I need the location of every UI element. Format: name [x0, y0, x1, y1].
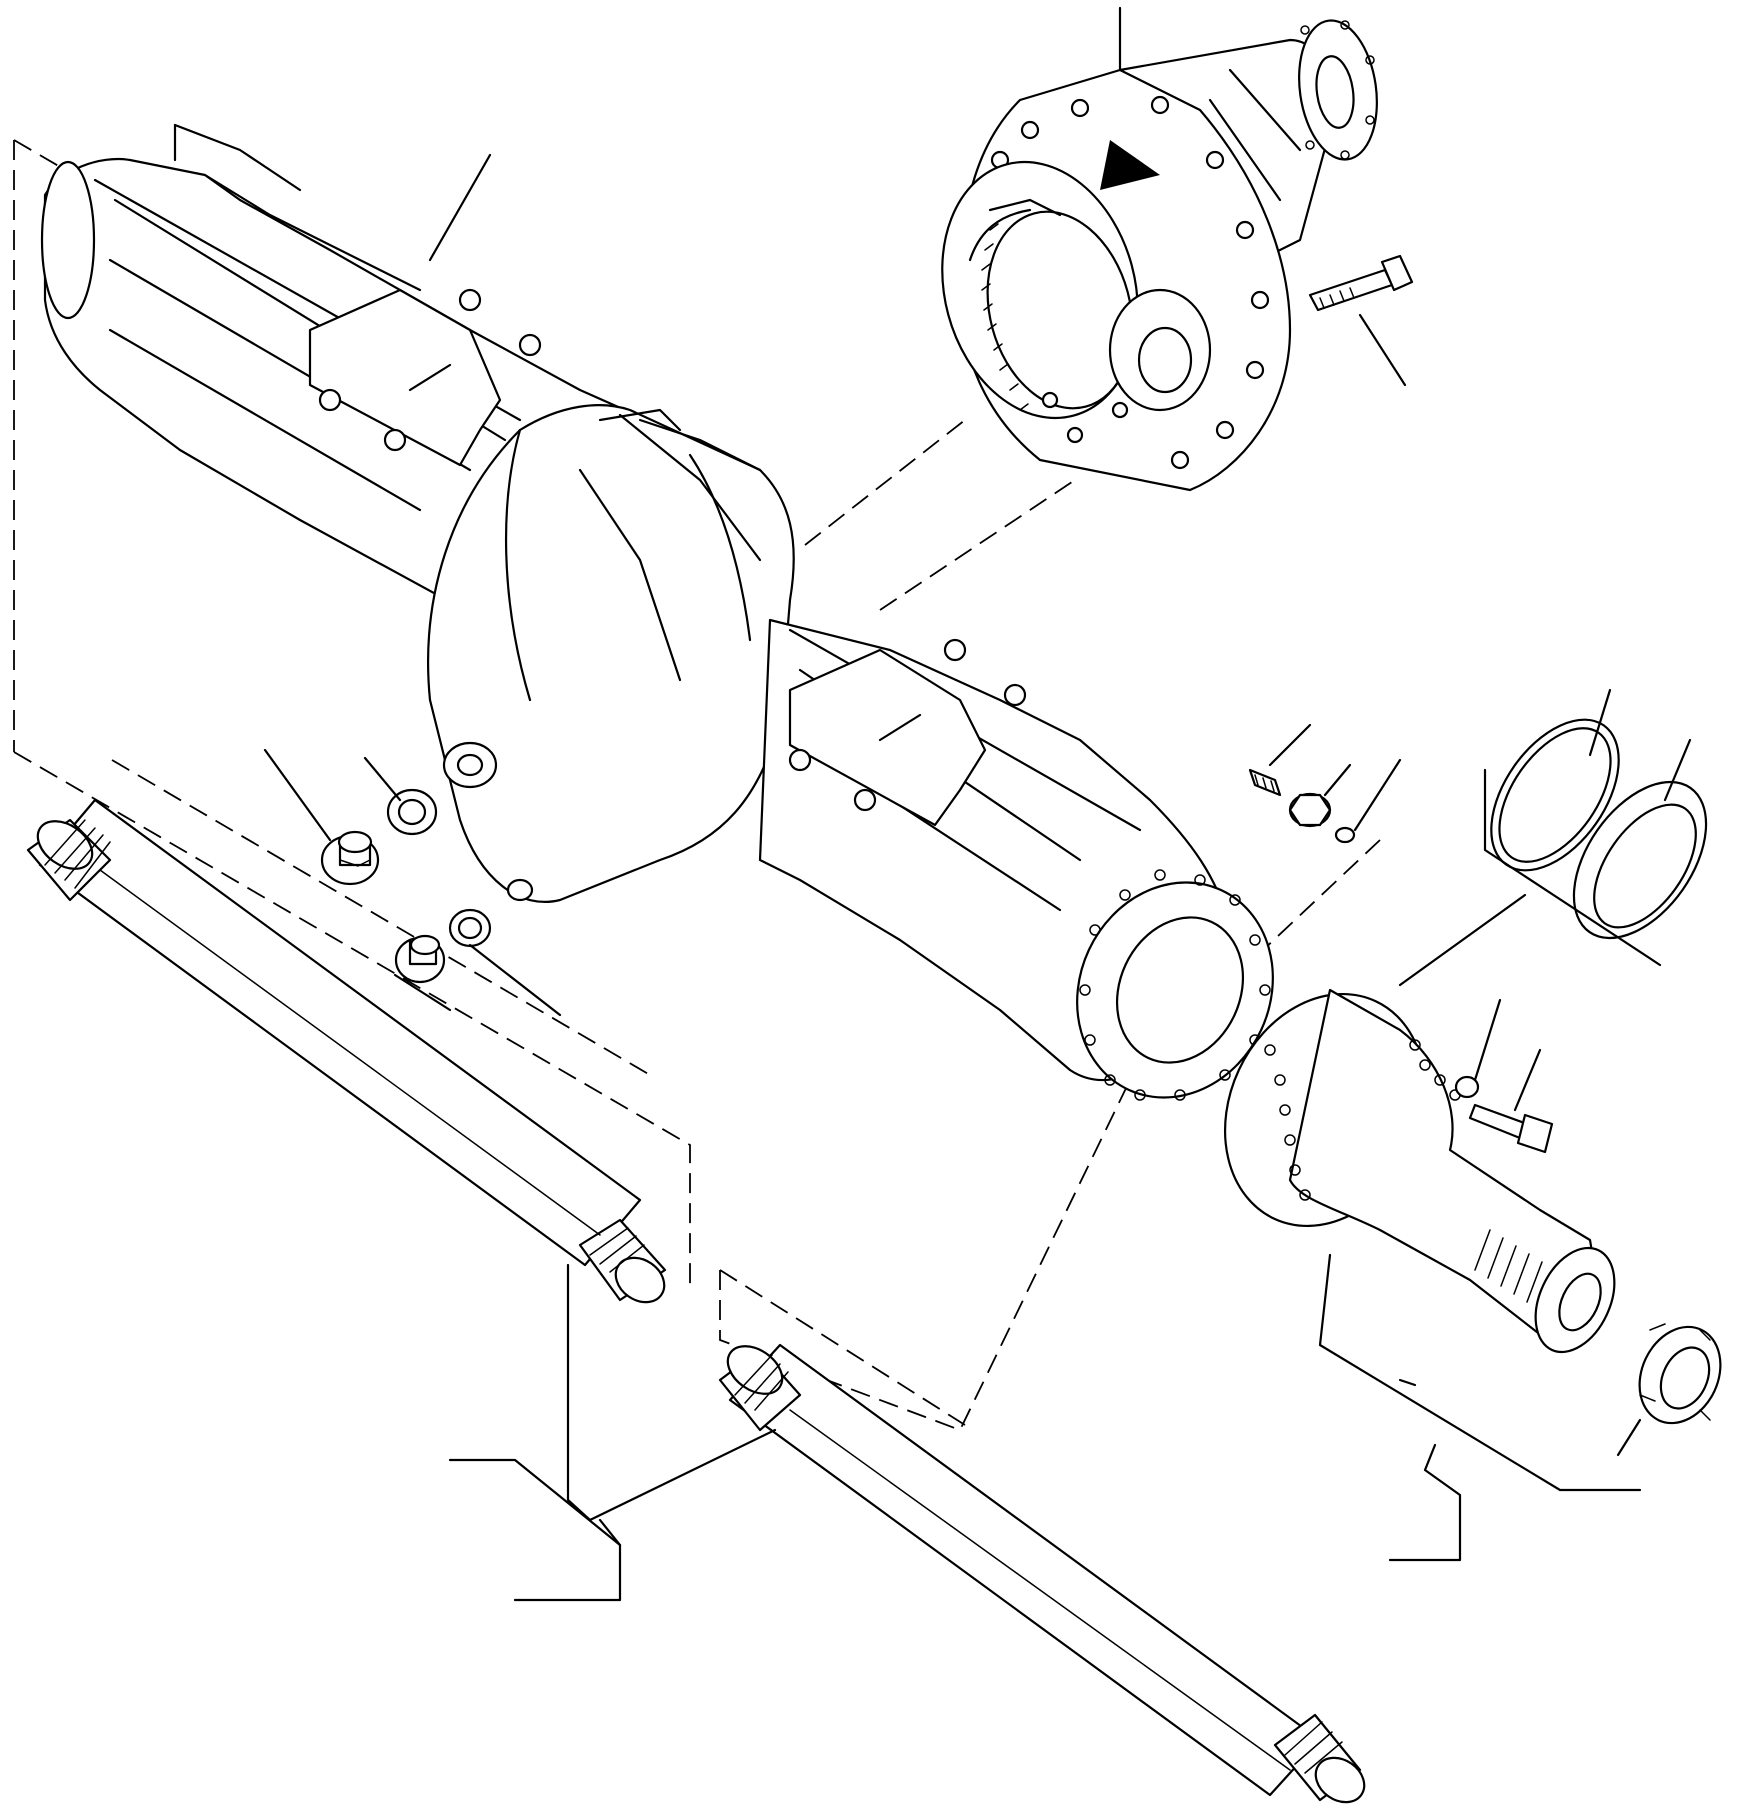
seal-ring: [1572, 780, 1708, 940]
o-ring-large: [1490, 718, 1620, 872]
axle-housing: [40, 123, 1274, 1101]
breather-nut: [1288, 792, 1332, 828]
axle-shaft-left: [26, 798, 667, 1304]
axle-shaft-right: [718, 1343, 1366, 1804]
assembly-dashed-lines: [13, 139, 1381, 1432]
drain-plug-upper: [320, 830, 380, 886]
sealing-washer-lower: [448, 908, 492, 948]
sealing-washer-upper: [386, 788, 438, 836]
wheel-spindle: [1223, 988, 1616, 1354]
drain-plug-lower: [394, 934, 446, 984]
breather-vent: [1248, 768, 1282, 797]
o-ring-small: [1334, 826, 1356, 844]
spindle-flange-holes: [1264, 1039, 1461, 1201]
ring-gear-teeth: [981, 223, 1029, 411]
differential-bolt: [1308, 254, 1414, 312]
flange-bolt-holes: [1079, 869, 1271, 1101]
differential-assembly: [941, 19, 1378, 492]
spindle-bolt: [1468, 1103, 1554, 1154]
spindle-washer: [1454, 1075, 1480, 1099]
leader-lines: [263, 6, 1692, 1602]
spindle-nut: [1638, 1323, 1722, 1425]
